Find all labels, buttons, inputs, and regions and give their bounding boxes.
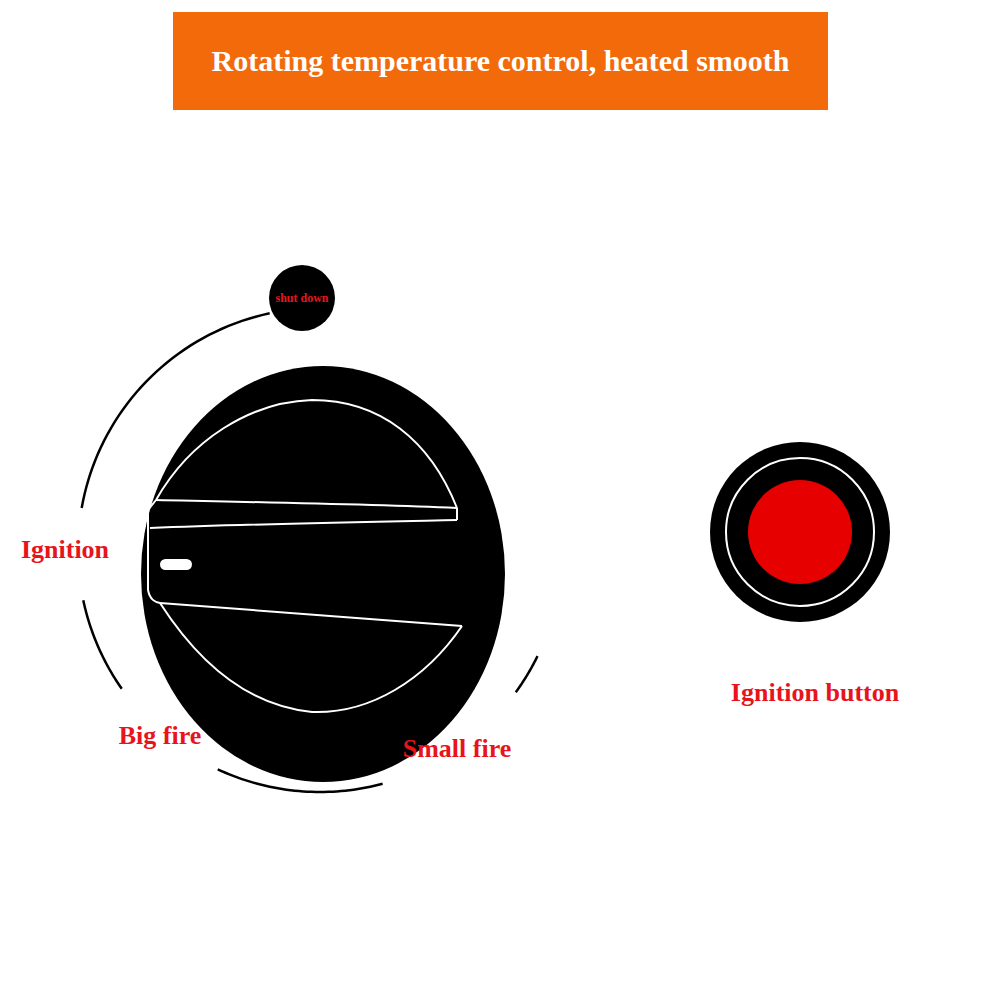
knob-detail — [148, 400, 462, 712]
shutdown-marker: shut down — [269, 265, 335, 331]
title-banner: Rotating temperature control, heated smo… — [173, 12, 828, 110]
pointer-slot — [160, 559, 192, 570]
button-label: Ignition button — [665, 680, 965, 706]
button-ring — [726, 458, 874, 606]
button-graphic — [710, 442, 890, 622]
dial-position-label: Ignition — [21, 537, 109, 563]
title-text: Rotating temperature control, heated smo… — [212, 44, 790, 78]
control-knob — [141, 366, 505, 782]
ignition-button: Ignition button — [665, 442, 965, 713]
dial-arc-segment — [516, 656, 538, 692]
dial-position-label: Small fire — [403, 736, 512, 762]
dial-arc-segment — [83, 600, 121, 688]
button-bezel — [710, 442, 890, 622]
button-cap — [748, 480, 852, 584]
marker-disc — [269, 265, 335, 331]
dial-position-label: Big fire — [119, 723, 202, 749]
shutdown-label: shut down — [275, 292, 328, 304]
dial-arc — [82, 313, 538, 792]
